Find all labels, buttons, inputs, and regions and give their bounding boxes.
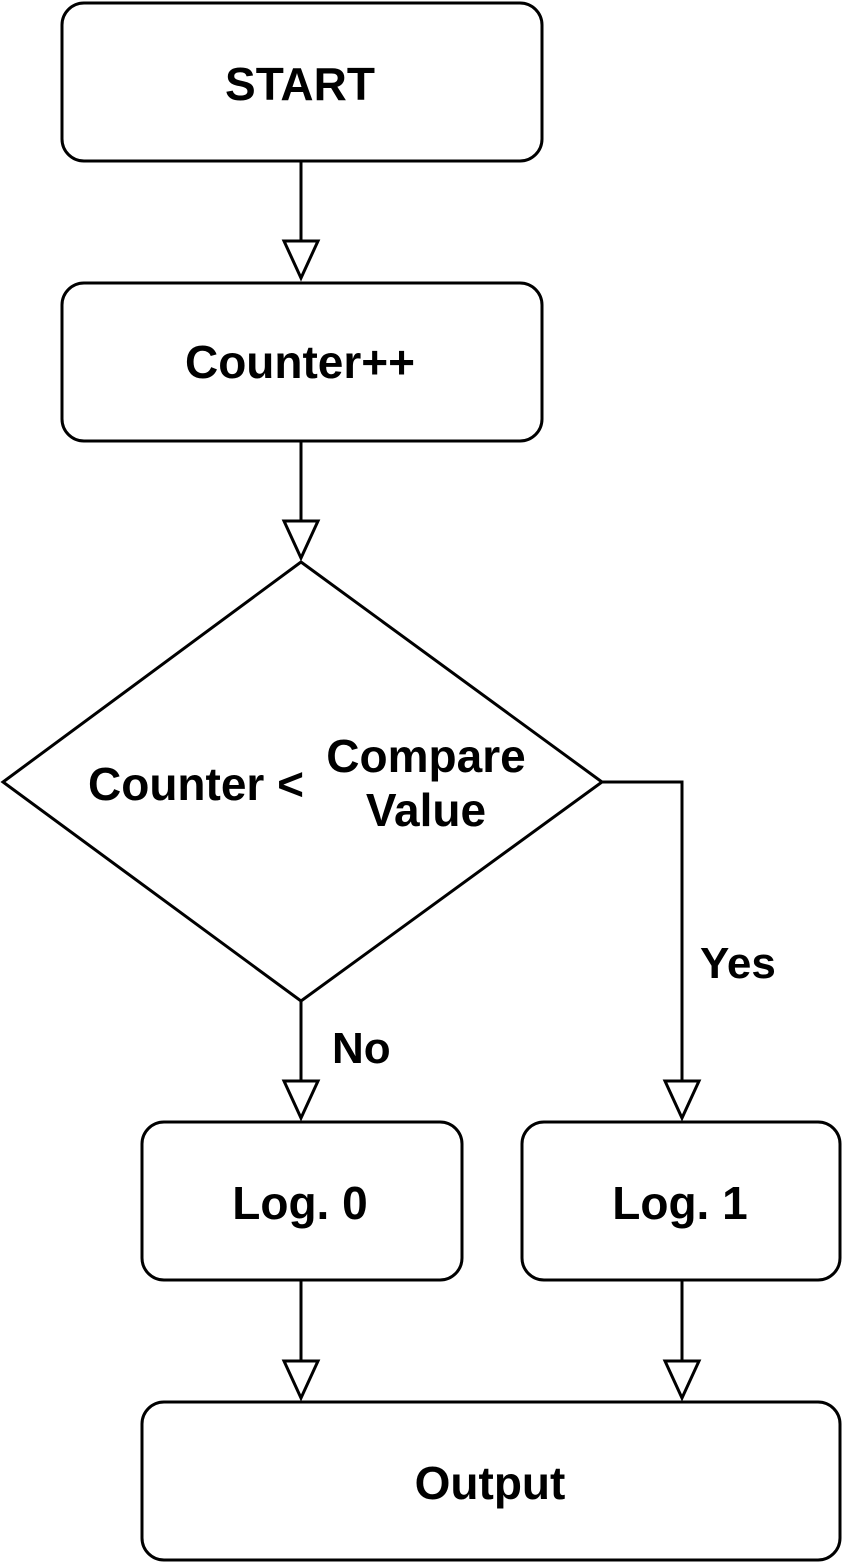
start-label: START xyxy=(225,58,375,110)
decision-label-line2: Value xyxy=(366,784,486,836)
edge-decision-to-log1: Yes xyxy=(602,780,776,1122)
arrowhead-icon xyxy=(281,519,321,562)
edge-start-to-counter xyxy=(281,161,321,282)
start-node: START xyxy=(60,1,544,163)
arrowhead-icon xyxy=(281,239,321,282)
output-node: Output xyxy=(140,1400,842,1562)
arrowhead-icon xyxy=(662,1359,702,1402)
log1-node: Log. 1 xyxy=(520,1120,842,1282)
arrowhead-icon xyxy=(281,1359,321,1402)
log1-label: Log. 1 xyxy=(612,1177,747,1229)
decision-label-line1-right: Compare xyxy=(326,730,525,782)
counter-increment-label: Counter++ xyxy=(185,336,415,388)
log0-label: Log. 0 xyxy=(232,1177,367,1229)
arrowhead-icon xyxy=(281,1079,321,1122)
output-label: Output xyxy=(415,1457,566,1509)
arrowhead-icon xyxy=(662,1079,702,1122)
no-label: No xyxy=(332,1024,391,1073)
edge-log0-to-output xyxy=(281,1280,321,1402)
edge-counter-to-decision xyxy=(281,441,321,562)
decision-node: Counter < Compare Value xyxy=(0,560,605,1003)
edge-decision-to-log0: No xyxy=(281,1001,391,1122)
counter-increment-node: Counter++ xyxy=(60,281,544,443)
edge-log1-to-output xyxy=(662,1280,702,1402)
log0-node: Log. 0 xyxy=(140,1120,464,1282)
yes-label: Yes xyxy=(700,939,776,988)
decision-label-line1-left: Counter < xyxy=(88,758,304,810)
